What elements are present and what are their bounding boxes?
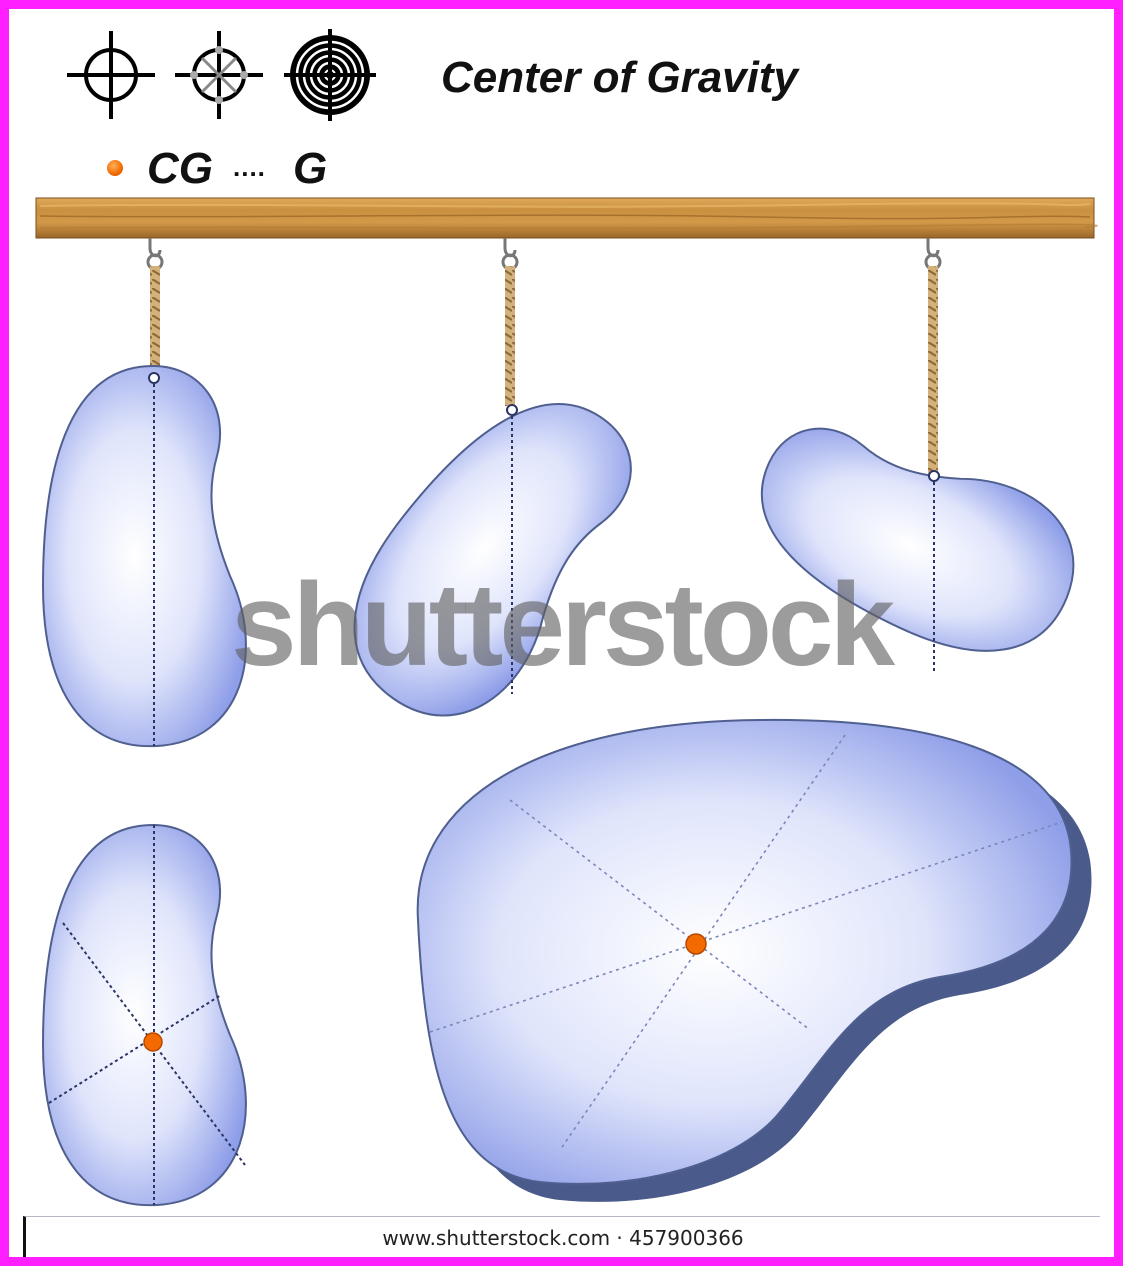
cg-construction-shape	[42, 824, 247, 1207]
crosshair-arrows-icon	[175, 31, 263, 119]
cg-dot-large	[685, 933, 707, 955]
hook-rope-1	[146, 238, 164, 378]
plumb-line-3	[928, 470, 940, 672]
legend-cg-label: CG	[147, 144, 213, 193]
hanging-shape-1	[42, 365, 247, 748]
legend-g-label: G	[293, 144, 328, 193]
cg-dot	[143, 1032, 163, 1052]
target-rings-icon	[284, 29, 376, 121]
crosshair-icon	[67, 31, 155, 119]
plumb-line-2	[506, 404, 518, 694]
legend-cg-dot	[107, 160, 123, 176]
legend-dots: ....	[233, 152, 266, 182]
footer-caption: www.shutterstock.com · 457900366	[23, 1216, 1100, 1257]
hook-rope-3	[924, 238, 942, 478]
wooden-beam	[35, 197, 1098, 239]
large-3d-shape	[416, 718, 1092, 1202]
watermark: shutterstock	[231, 559, 895, 691]
diagram-title: Center of Gravity	[441, 53, 798, 102]
hook-rope-2	[501, 238, 519, 406]
